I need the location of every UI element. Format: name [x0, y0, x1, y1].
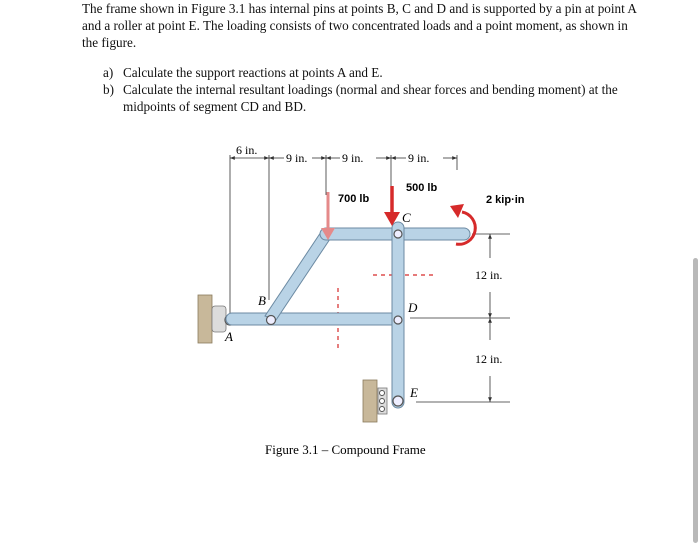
task-b-text: Calculate the internal resultant loading… — [123, 82, 618, 114]
moment-arrow — [455, 210, 477, 246]
dim-9in-3: 9 in. — [408, 151, 429, 165]
moment-label: 2 kip·in — [486, 194, 525, 206]
task-a-label: a) — [103, 65, 114, 80]
label-b: B — [258, 293, 266, 308]
task-a-text: Calculate the support reactions at point… — [123, 65, 383, 80]
pins — [265, 229, 404, 407]
label-c: C — [402, 210, 411, 225]
task-a: a) Calculate the support reactions at po… — [103, 64, 633, 81]
load-500-head — [384, 212, 400, 226]
dim-9in-1: 9 in. — [286, 151, 307, 165]
member-ce — [391, 221, 405, 409]
frame-diagram: 6 in. 9 in. 9 in. 9 in. 12 in. 12 in. — [197, 143, 525, 457]
right-dimensions — [410, 233, 510, 403]
load-500-label: 500 lb — [406, 182, 437, 194]
figure-caption: Figure 3.1 – Compound Frame — [265, 442, 426, 457]
task-b: b) Calculate the internal resultant load… — [103, 81, 633, 115]
task-list: a) Calculate the support reactions at po… — [103, 64, 633, 115]
pin-b — [265, 314, 277, 326]
label-d: D — [407, 300, 418, 315]
task-b-label: b) — [103, 82, 114, 97]
pin-e — [392, 395, 404, 407]
dim-12in-1: 12 in. — [475, 268, 502, 282]
dim-9in-2: 9 in. — [342, 151, 363, 165]
frame-members — [225, 221, 471, 409]
scrollbar[interactable] — [693, 258, 698, 543]
figure: 6 in. 9 in. 9 in. 9 in. 12 in. 12 in. — [180, 140, 540, 470]
problem-intro: The frame shown in Figure 3.1 has intern… — [82, 1, 637, 50]
top-dimensions — [229, 155, 458, 320]
pin-d — [393, 315, 403, 325]
load-700-label: 700 lb — [338, 193, 369, 205]
member-ad — [225, 312, 405, 326]
label-a: A — [224, 329, 233, 344]
roller-support-e — [362, 379, 388, 423]
moment-arrow-head — [450, 204, 464, 218]
dim-6in: 6 in. — [236, 143, 257, 157]
label-e: E — [409, 385, 418, 400]
dashed-lines — [337, 274, 435, 350]
pin-c — [393, 229, 403, 239]
dim-12in-2: 12 in. — [475, 352, 502, 366]
load-700-head — [321, 228, 335, 240]
member-bc — [264, 231, 333, 321]
